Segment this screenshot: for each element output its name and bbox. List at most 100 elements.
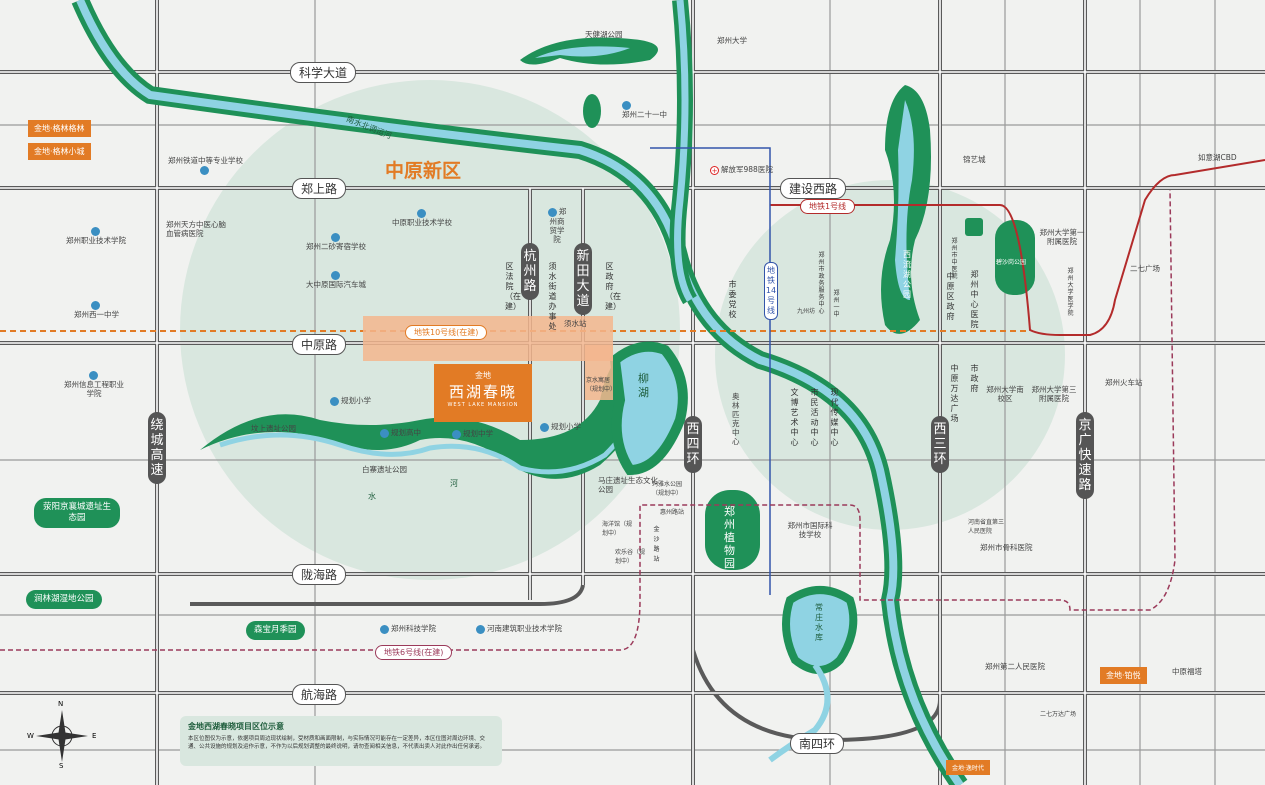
badge-gelin-xiaocheng: 金地·格林小城 [28,143,91,160]
poi-zz21-label: 郑州二十一中 [622,109,667,119]
poi-jiuzhou: 九州坊 [797,308,816,315]
poi-zz-2nd: 郑州第二人民医院 [985,662,1045,671]
badge-gelin: 金地·格林格林 [28,120,91,137]
botanical-garden [705,490,760,570]
label-river-he: 河 [450,479,458,488]
poi-zzu-first: 郑州大学第一附属医院 [1039,228,1085,246]
road-xintian: 新田大道 [574,243,592,315]
road-kexue: 科学大道 [290,62,357,83]
changzhuang-reservoir [782,586,858,674]
poi-zz-gov-service: 郑州市政务服务中心 [818,252,825,315]
poi-zy-tcm: 郑州市中医院 [951,238,958,280]
poi-bone-hosp: 郑州市骨科医院 [980,543,1033,552]
poi-guihua-primary2-label: 规划小学 [551,422,581,431]
poi-zz-yizhong: 郑州一中 [833,290,840,318]
poi-puyue: 玛雅水公园（规划中） [652,481,683,497]
poi-zzu-nanxiao: 郑州大学南校区 [986,385,1024,403]
xiliu-lake [895,100,914,300]
xishui-river-water [219,384,651,475]
legend-box: 金地西湖春晓项目区位示意 本区位图仅为示意，依据项目周边现状绘制，受材质和画面限… [180,716,502,766]
poi-jingshang-park: 坟上遗址公园 [251,424,296,433]
school-icon [416,208,426,218]
car-icon [330,270,340,280]
poi-xinxi-label: 郑州信息工程职业学院 [64,379,124,398]
poi-citizen: 市民活动中心 [810,388,819,447]
metro-line-1 [770,159,1265,336]
school-icon [330,396,339,406]
liuhu-lake [609,341,688,476]
legend-title: 金地西湖春晓项目区位示意 [188,722,284,731]
poi-kejixueyuan: 郑州科技学院 [380,624,436,634]
metro-line-14 [650,147,771,595]
dongzhao-park [583,94,601,128]
poi-tianfang-label: 郑州天方中医心脑血管病医院 [166,220,226,238]
school-icon [547,207,557,217]
poi-tianfang: 郑州天方中医心脑血管病医院 [166,220,226,238]
poi-army988-label: 解放军988医院 [721,165,773,174]
xishui-river [200,345,654,479]
poi-henan-3rd: 河南省直第三人民医院 [968,519,1005,535]
poi-museum: 文博艺术中心 [790,388,799,447]
poi-xiyi-label: 郑州西一中学 [74,309,119,319]
metro-line-1-label: 地铁1号线 [800,199,856,214]
poi-mazhuang: 马庄遗址生态文化公园 [598,476,658,494]
poi-zy-tech-label: 中原职业技术学校 [392,217,452,227]
poi-media: 现代传媒中心 [830,388,839,447]
poi-zz21: 郑州二十一中 [622,100,667,119]
poi-army988: +解放军988医院 [710,165,773,175]
school-icon [452,429,461,439]
school-icon [476,624,485,634]
compass-e: E [92,732,97,740]
school-icon [540,422,549,432]
road-zhongyuan: 中原路 [292,334,347,355]
city-center-zone [715,180,1065,530]
road-jianshe-west: 建设西路 [780,178,847,199]
poi-lanhu: 京水寓居（规划中） [586,377,617,393]
badge-boyue: 金地·铂悦 [1100,667,1147,684]
south-north-canal [71,0,968,785]
poi-xiyi: 郑州西一中学 [74,300,119,319]
school-icon [200,165,209,175]
project-parcels [363,316,613,361]
poi-vocational-label: 郑州职业技术学院 [66,235,126,245]
school-icon [330,232,340,242]
metro-line-14-label: 地铁14号线 [764,262,778,320]
project-subtitle: WEST LAKE MANSION [447,402,519,408]
poi-commerce: 郑州商贸学院 [546,207,568,244]
poi-jinhai: 金沙路站 [653,526,660,563]
poi-zzlushan: 惠州路站 [660,509,685,516]
project-main-parcel [585,345,613,400]
poi-train: 郑州火车站 [1105,378,1143,387]
poi-auto-city-label: 大中原国际汽车城 [306,279,366,289]
poi-cbd: 如意湖CBD [1198,153,1237,162]
metro-line-10-label: 地铁10号线(在建) [405,325,488,340]
label-botanical: 郑州植物园 [724,505,735,570]
project-title: 金地 西湖春晓 WEST LAKE MANSION [438,370,528,408]
poi-zz-univ: 郑州大学 [717,36,747,45]
project-brand: 金地 [475,371,491,380]
tag-xingyang: 荥阳京襄城遗址生态园 [34,498,120,528]
metro-line-6-label: 地铁6号线(在建) [375,645,453,660]
road-jingguang: 京广快速路 [1076,412,1094,499]
hospital-icon: + [710,165,719,175]
poi-haiyang: 海洋馆（规划中） [602,521,633,537]
poi-guihua-high-label: 规划高中 [391,428,421,437]
poi-zz-center-hosp: 郑州中心医院 [970,270,979,329]
poi-huanle: 欢乐谷（规划中） [615,549,646,565]
poi-zzu-third: 郑州大学第三附属医院 [1031,385,1077,403]
poi-guihua-middle-label: 规划中学 [463,429,493,438]
road-xi-san-huan: 西三环 [931,416,949,473]
poi-guihua-primary-label: 规划小学 [341,396,371,405]
poi-railway-school: 郑州铁道中等专业学校 [168,156,243,175]
compass-n: N [58,700,64,708]
tianjian-lake [535,46,630,58]
poi-tianxia: 锦艺城 [963,155,986,164]
road-longhai: 陇海路 [292,564,347,585]
poi-xinxi: 郑州信息工程职业学院 [64,370,124,398]
road-zhengshang: 郑上路 [292,178,347,199]
poi-zy-district: 中原区政府 [946,272,955,321]
school-icon [380,428,389,438]
road-xi-si-huan: 西四环 [684,416,702,473]
tag-senbao: 森宝月季园 [246,621,305,640]
